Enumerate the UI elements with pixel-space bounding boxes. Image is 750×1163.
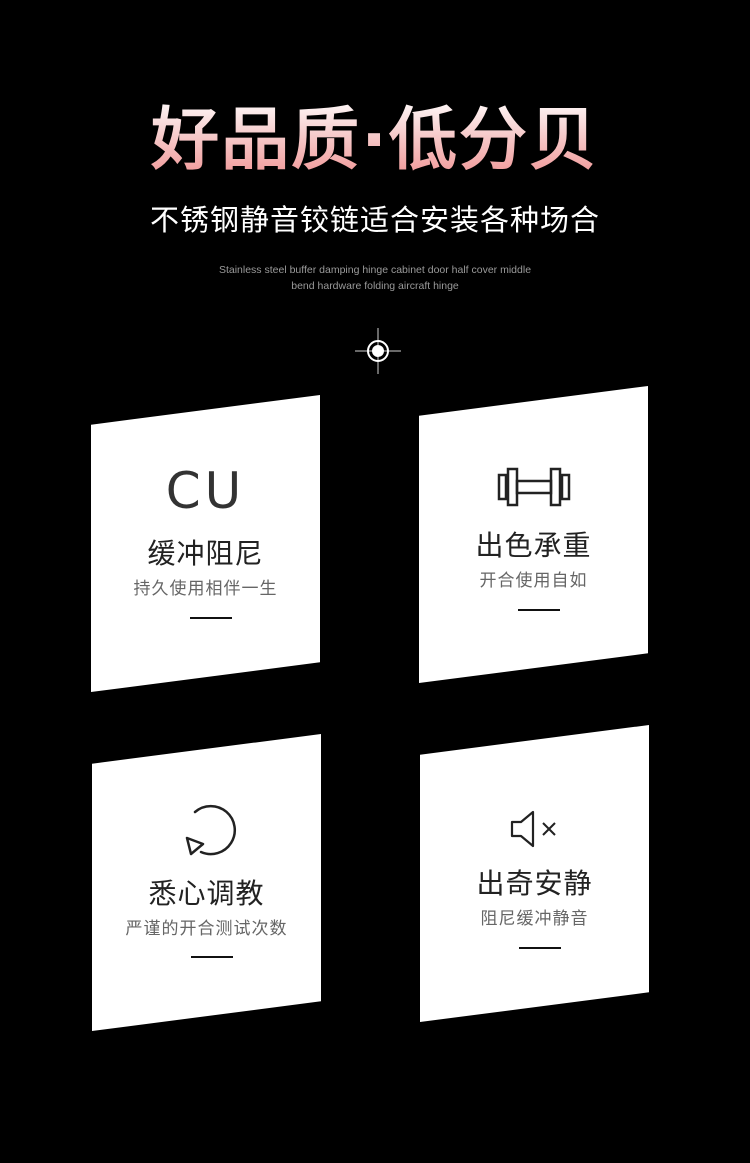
card-divider xyxy=(191,956,233,958)
card-divider xyxy=(190,617,232,619)
card-desc: 开合使用自如 xyxy=(479,571,588,591)
card-desc: 阻尼缓冲静音 xyxy=(480,909,589,929)
subtitle: 不锈钢静音铰链适合安装各种场合 xyxy=(149,203,600,237)
english-line-2: bend hardware folding aircraft hinge xyxy=(291,280,459,292)
card-divider xyxy=(518,609,560,611)
card-title: 悉心调教 xyxy=(148,877,265,910)
rotate-arrow-icon xyxy=(185,804,236,856)
feature-card-quiet: 出奇安静 阻尼缓冲静音 xyxy=(420,725,649,1022)
feature-card-damping: CU 缓冲阻尼 持久使用相伴一生 xyxy=(91,395,320,692)
english-line-1: Stainless steel buffer damping hinge cab… xyxy=(218,264,532,276)
card-title: 出色承重 xyxy=(475,529,592,562)
headline: 好品质·低分贝 xyxy=(0,96,750,186)
card-desc: 严谨的开合测试次数 xyxy=(125,919,288,939)
crosshair-icon xyxy=(355,328,401,374)
feature-card-tuning: 悉心调教 严谨的开合测试次数 xyxy=(92,734,321,1031)
speaker-mute-icon xyxy=(510,810,556,848)
card-divider xyxy=(519,947,561,949)
card-desc: 持久使用相伴一生 xyxy=(133,579,278,599)
cu-label: CU xyxy=(165,462,246,520)
card-title: 缓冲阻尼 xyxy=(147,537,264,570)
card-title: 出奇安静 xyxy=(476,867,593,900)
cu-icon: CU xyxy=(91,463,320,519)
english-description: Stainless steel buffer damping hinge cab… xyxy=(200,262,550,294)
feature-card-load: 出色承重 开合使用自如 xyxy=(419,386,648,683)
dumbbell-icon xyxy=(497,467,570,507)
